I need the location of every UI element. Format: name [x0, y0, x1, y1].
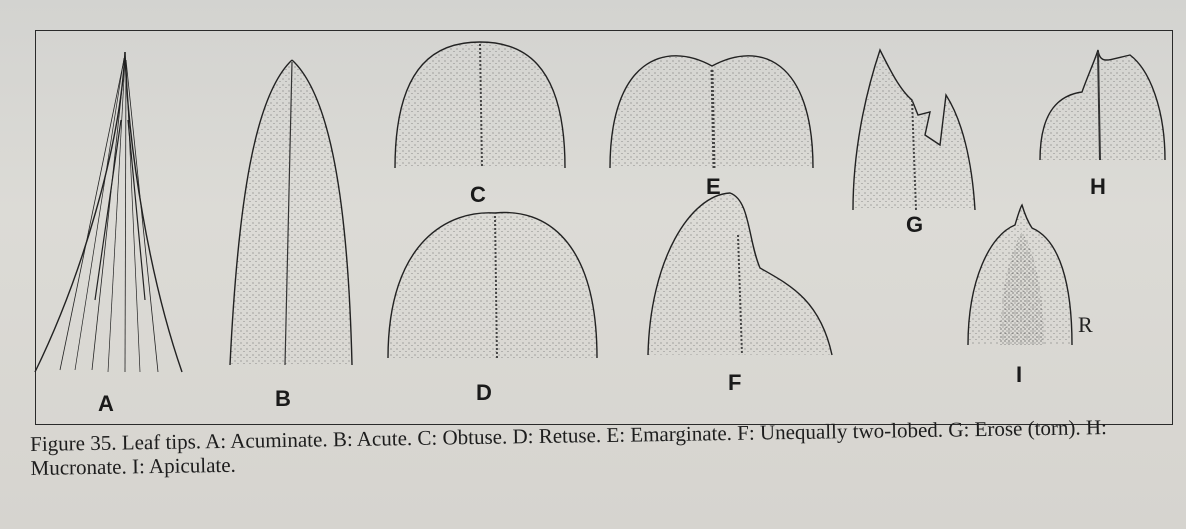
label-a: A	[98, 391, 114, 417]
leaf-f-unequally-two-lobed	[648, 193, 832, 355]
leaf-h-mucronate	[1040, 50, 1165, 160]
leaf-a-acuminate	[35, 52, 182, 372]
leaf-c-obtuse	[395, 42, 565, 168]
label-f: F	[728, 370, 741, 396]
label-e: E	[706, 174, 721, 200]
leaf-d-retuse	[388, 213, 597, 358]
label-i: I	[1016, 362, 1022, 388]
label-h: H	[1090, 174, 1106, 200]
label-d: D	[476, 380, 492, 406]
leaf-e-emarginate	[610, 56, 813, 168]
leaf-g-erose	[853, 50, 975, 210]
illustrator-signature: R	[1078, 312, 1093, 338]
leaf-i-apiculate	[968, 205, 1072, 345]
label-g: G	[906, 212, 923, 238]
leaf-b-acute	[230, 60, 352, 365]
label-c: C	[470, 182, 486, 208]
label-b: B	[275, 386, 291, 412]
